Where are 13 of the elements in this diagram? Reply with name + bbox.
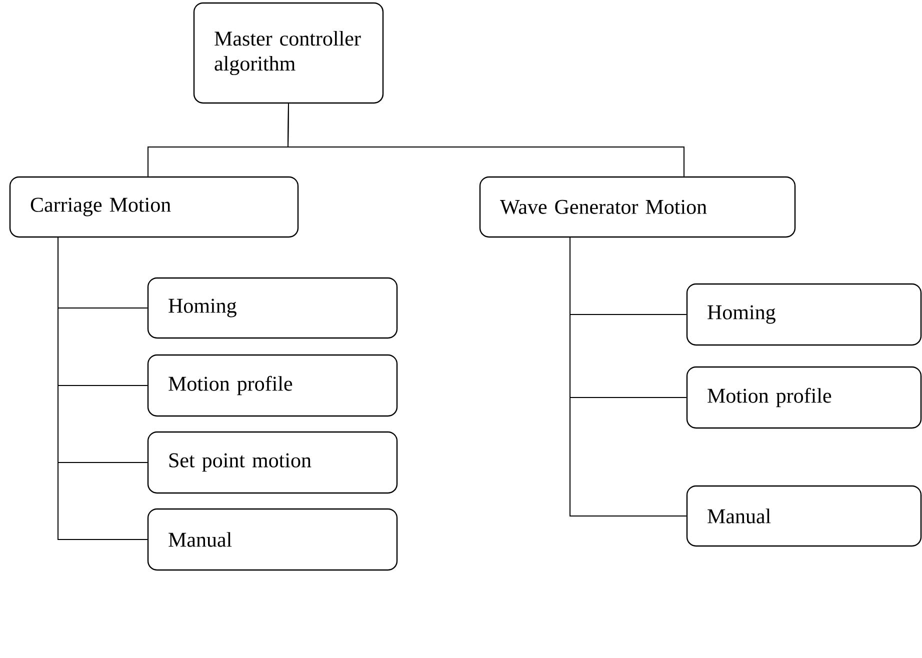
process-box: Manual xyxy=(686,485,922,547)
process-box: Motion profile xyxy=(147,354,398,417)
process-box: Wave Generator Motion xyxy=(479,176,796,238)
connector-line xyxy=(58,237,148,540)
process-box: Carriage Motion xyxy=(9,176,299,238)
connector-line xyxy=(570,237,687,516)
process-box: Manual xyxy=(147,508,398,571)
connector-line xyxy=(288,103,684,177)
process-box: Homing xyxy=(147,277,398,339)
process-box: Motion profile xyxy=(686,366,922,429)
process-box: Homing xyxy=(686,283,922,346)
process-box: Set point motion xyxy=(147,431,398,494)
root-box: Master controller algorithm xyxy=(193,2,384,104)
